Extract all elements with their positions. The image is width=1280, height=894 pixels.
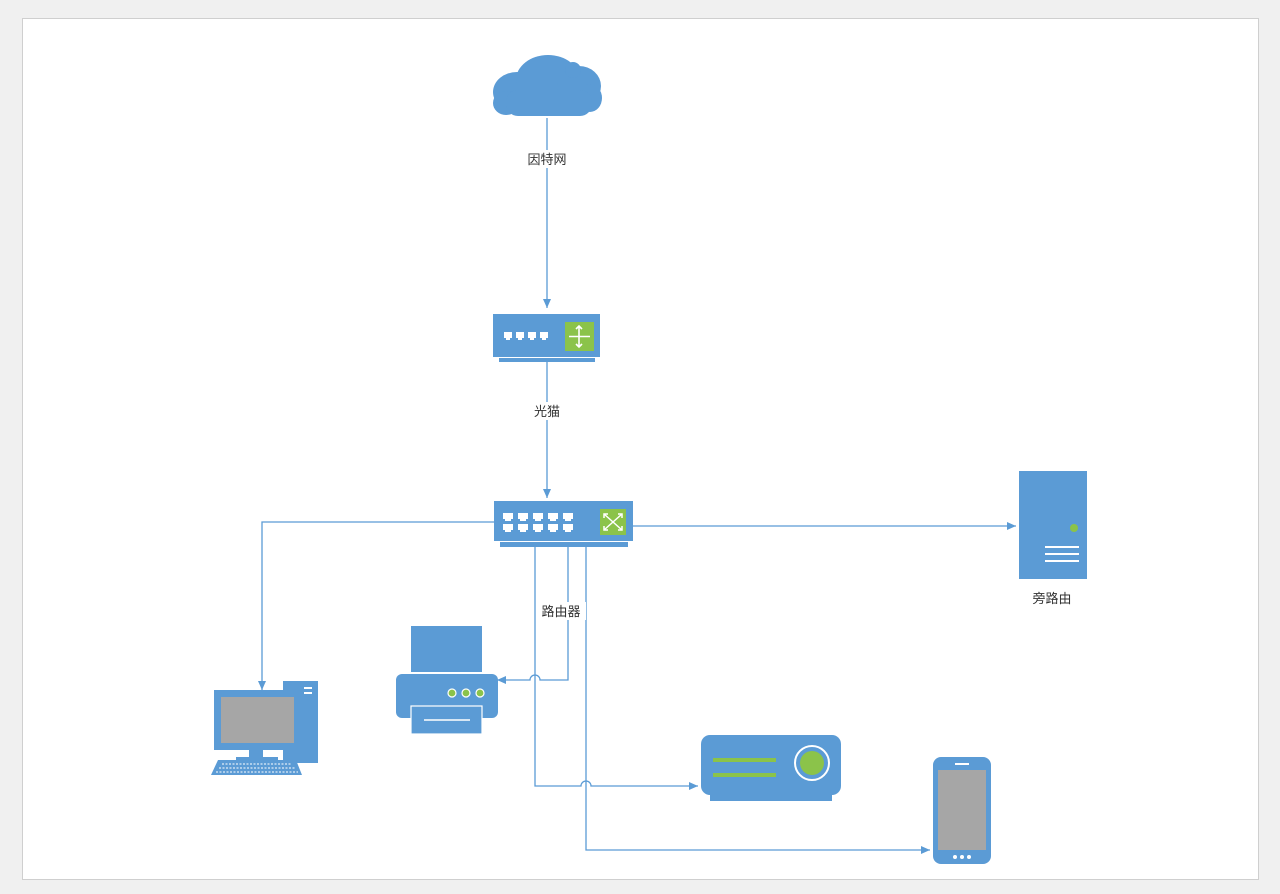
edge-router-phone [585, 546, 930, 854]
connection-lines [258, 118, 1016, 854]
projector-icon [701, 735, 841, 801]
bypass-router-label: 旁路由 [1032, 591, 1071, 607]
cloud-icon [493, 55, 602, 116]
router-label: 路由器 [536, 602, 586, 620]
server-icon [1019, 471, 1087, 579]
svg-text:光猫: 光猫 [534, 405, 560, 420]
switch-icon [494, 501, 633, 547]
edge-router-projector [534, 546, 698, 790]
printer-icon [396, 626, 498, 735]
svg-text:因特网: 因特网 [527, 153, 566, 168]
svg-text:路由器: 路由器 [541, 604, 580, 620]
svg-text:旁路由: 旁路由 [1032, 591, 1071, 607]
internet-label: 因特网 [522, 150, 572, 168]
smartphone-icon [933, 757, 991, 864]
edge-router-desktop [258, 521, 494, 690]
modem-label: 光猫 [526, 402, 568, 420]
desktop-computer-icon [211, 681, 318, 775]
edge-router-printer [497, 546, 569, 684]
modem-icon [493, 314, 600, 362]
